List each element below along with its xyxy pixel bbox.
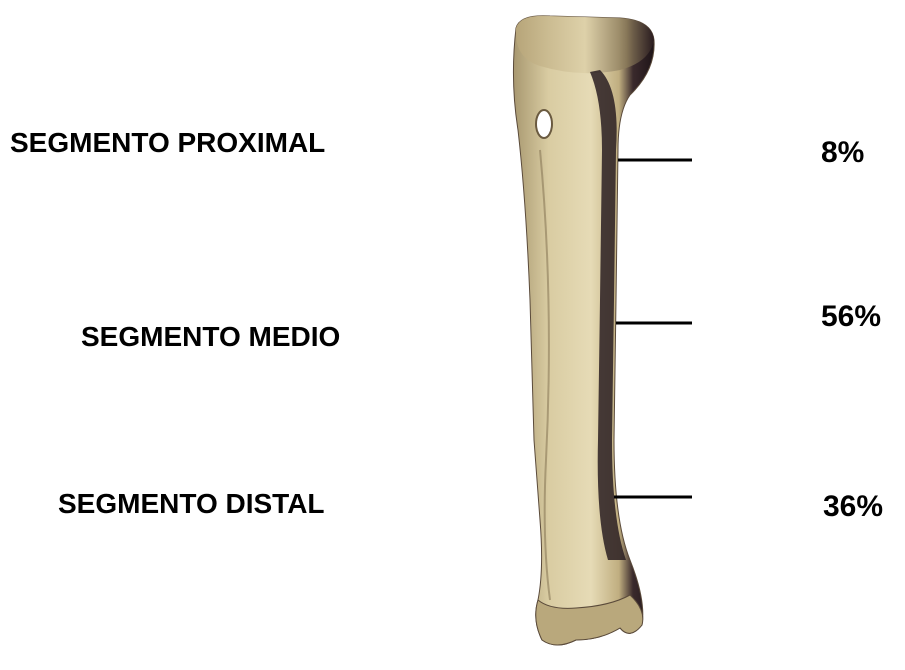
tibia-foramen <box>536 110 552 138</box>
segment-label-medio: SEGMENTO MEDIO <box>81 321 340 353</box>
tibia-drawing <box>480 0 700 665</box>
segment-percent-proximal: 8% <box>821 136 864 170</box>
tibia-head <box>516 16 654 73</box>
segment-label-distal: SEGMENTO DISTAL <box>58 488 325 520</box>
segment-label-proximal: SEGMENTO PROXIMAL <box>10 127 325 159</box>
tibia-shape <box>513 16 654 645</box>
tibia-illustration <box>480 0 700 665</box>
segment-percent-distal: 36% <box>823 490 883 524</box>
segment-percent-medio: 56% <box>821 300 881 334</box>
